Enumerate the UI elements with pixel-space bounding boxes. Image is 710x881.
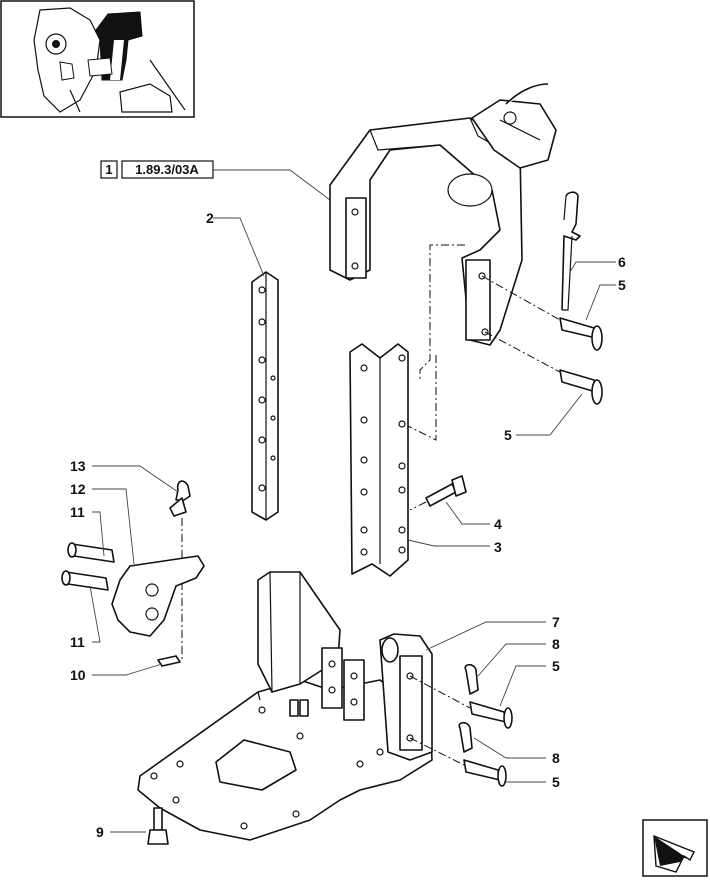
callout-5d: 5 xyxy=(552,774,560,790)
callout-4: 4 xyxy=(494,516,502,532)
pin-part-5-upper xyxy=(559,317,603,405)
thumbnail-frame xyxy=(0,0,195,118)
callout-7: 7 xyxy=(552,614,560,630)
callout-2: 2 xyxy=(206,210,214,226)
callout-3: 3 xyxy=(494,539,502,555)
reference-index: 1 xyxy=(105,162,112,177)
callout-labels: 2 6 5 5 13 12 11 4 3 11 10 7 8 5 8 5 9 xyxy=(70,210,626,840)
callout-13: 13 xyxy=(70,458,86,474)
upper-clevis-bracket xyxy=(329,83,557,346)
callout-5b: 5 xyxy=(504,427,512,443)
side-hitch-assembly xyxy=(61,480,205,667)
callout-5c: 5 xyxy=(552,658,560,674)
callout-8a: 8 xyxy=(552,636,560,652)
callout-11a: 11 xyxy=(70,504,85,520)
callout-11b: 11 xyxy=(70,634,85,650)
reference-box: 1 1.89.3/03A xyxy=(100,160,331,201)
drawbar-column-part-3 xyxy=(349,343,409,577)
callout-9: 9 xyxy=(96,824,104,840)
callout-10: 10 xyxy=(70,667,86,683)
lower-pins-and-clips xyxy=(409,663,513,787)
previous-page-arrow-icon[interactable] xyxy=(642,819,708,877)
base-plate-assembly xyxy=(137,571,433,841)
alignment-lines-upper xyxy=(407,244,561,441)
bolt-part-4 xyxy=(409,475,467,511)
callout-12: 12 xyxy=(70,481,86,497)
callout-6: 6 xyxy=(618,254,626,270)
callout-8b: 8 xyxy=(552,750,560,766)
tractor-rear-thumbnail-icon xyxy=(33,7,186,113)
callout-5a: 5 xyxy=(618,277,626,293)
bolt-part-9 xyxy=(147,807,169,845)
spring-pin-part-6 xyxy=(561,191,581,311)
leader-lines xyxy=(89,217,616,833)
vertical-strap-part-2 xyxy=(251,271,279,521)
reference-code: 1.89.3/03A xyxy=(135,162,199,177)
